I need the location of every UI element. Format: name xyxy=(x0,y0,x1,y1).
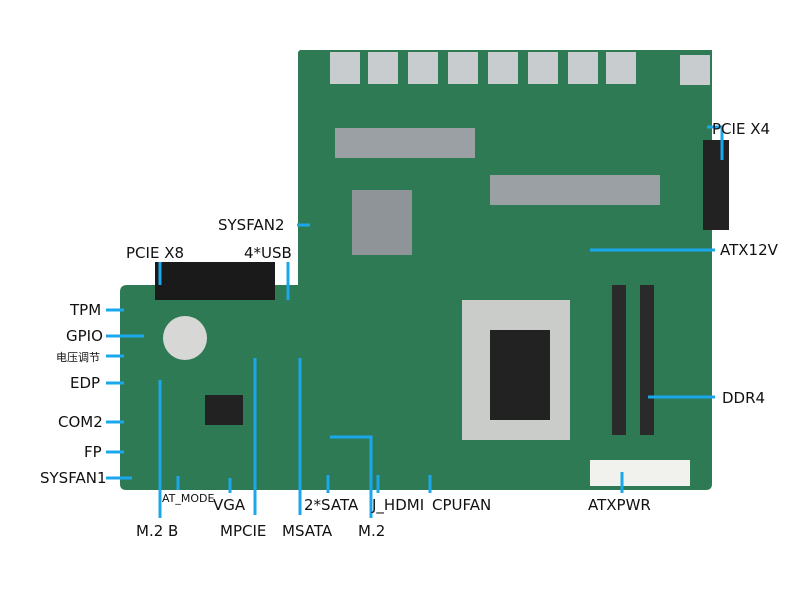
atxpwr-connector xyxy=(590,460,690,486)
label-pcie-x8: PCIE X8 xyxy=(126,244,185,262)
chip xyxy=(205,395,243,425)
label-at-mode: AT_MODE xyxy=(162,492,215,505)
label-tpm: TPM xyxy=(70,301,102,319)
label-2-sata: 2*SATA xyxy=(304,496,359,514)
ddr4-slot-1 xyxy=(612,285,626,435)
label-mpcie: MPCIE xyxy=(220,522,267,540)
pcie-x4-slot xyxy=(703,140,729,230)
heatsink-1 xyxy=(335,128,475,158)
label-sysfan1: SYSFAN1 xyxy=(40,469,107,487)
label-cpufan: CPUFAN xyxy=(432,496,492,514)
label-voltage-adjust: 电压调节 xyxy=(56,351,100,364)
label-m2-b: M.2 B xyxy=(136,522,179,540)
heatsink-3 xyxy=(352,190,412,255)
label-j-hdmi: J_HDMI xyxy=(372,496,425,514)
lan-ports xyxy=(330,52,710,85)
label-m2: M.2 xyxy=(358,522,386,540)
label-ddr4: DDR4 xyxy=(722,389,766,407)
ddr4-slot-2 xyxy=(640,285,654,435)
label-fp: FP xyxy=(84,443,102,461)
label-sysfan2: SYSFAN2 xyxy=(218,216,285,234)
label-gpio: GPIO xyxy=(66,327,103,345)
cmos-battery xyxy=(163,316,207,360)
label-msata: MSATA xyxy=(282,522,333,540)
callout-lines xyxy=(106,125,724,518)
pcie-x8-slot xyxy=(155,262,275,300)
label-vga: VGA xyxy=(213,496,246,514)
label-atxpwr: ATXPWR xyxy=(588,496,651,514)
label-atx12v: ATX12V xyxy=(720,241,778,259)
heatsink-2 xyxy=(490,175,660,205)
label-pcie-x4: PCIE X4 xyxy=(712,120,771,138)
label-4-usb: 4*USB xyxy=(244,244,292,262)
label-edp: EDP xyxy=(70,374,101,392)
label-com2: COM2 xyxy=(58,413,103,431)
